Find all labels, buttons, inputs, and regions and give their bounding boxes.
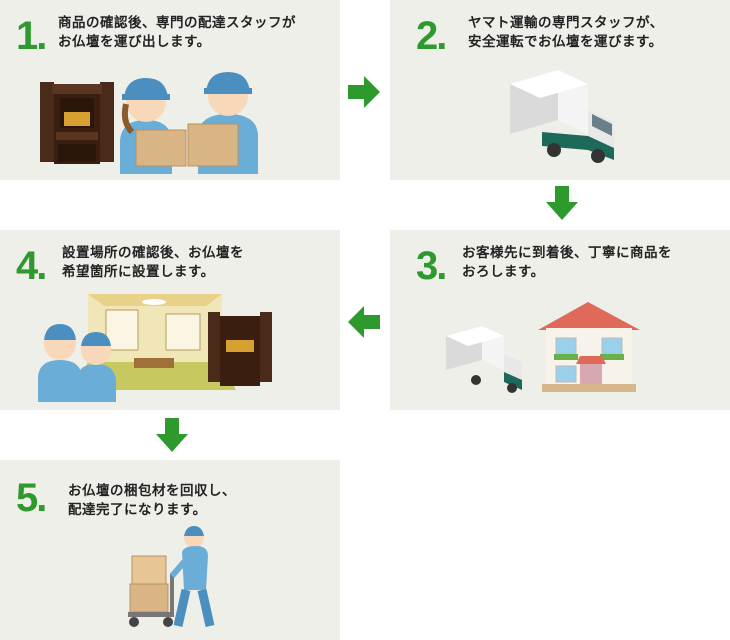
delivery-truck-icon <box>510 70 614 163</box>
step-3-card: 3. お客様先に到着後、丁寧に商品を おろします。 <box>390 230 730 410</box>
japanese-room-illustration <box>38 294 272 402</box>
arrow-down-icon <box>546 186 578 220</box>
arrow-right-icon <box>348 76 380 108</box>
truck-and-house-illustration <box>446 302 640 393</box>
arrow-left-icon <box>348 306 380 338</box>
step-1-card: 1. 商品の確認後、専門の配達スタッフが お仏壇を運び出します。 <box>0 0 340 180</box>
step-2-text: ヤマト運輸の専門スタッフが、 安全運転でお仏壇を運びます。 <box>468 14 664 52</box>
step-2-card: 2. ヤマト運輸の専門スタッフが、 安全運転でお仏壇を運びます。 <box>390 0 730 180</box>
step-3-line1: お客様先に到着後、丁寧に商品を <box>462 245 672 261</box>
staff-pushing-cart-illustration <box>128 526 215 627</box>
step-5-number: 5. <box>16 476 47 520</box>
step-4-card: 4. 設置場所の確認後、お仏壇を 希望箇所に設置します。 <box>0 230 340 410</box>
cart-icon <box>128 555 174 627</box>
house-icon <box>538 302 640 392</box>
butsudan-icon <box>208 312 272 386</box>
staff-pair-icon <box>38 324 116 402</box>
step-5-text: お仏壇の梱包材を回収し、 配達完了になります。 <box>68 482 236 520</box>
step-3-number: 3. <box>416 244 447 288</box>
step-3-line2: おろします。 <box>462 264 545 280</box>
step-5-card: 5. お仏壇の梱包材を回収し、 配達完了になります。 <box>0 460 340 640</box>
step-4-line2: 希望箇所に設置します。 <box>62 264 215 280</box>
staff-carrying-boxes-illustration <box>40 72 258 174</box>
step-5-line1: お仏壇の梱包材を回収し、 <box>68 483 236 499</box>
step-1-number: 1. <box>16 14 47 58</box>
step-1-line2: お仏壇を運び出します。 <box>58 34 211 50</box>
delivery-truck-icon <box>446 326 522 393</box>
staff-icon <box>169 526 215 627</box>
step-4-number: 4. <box>16 244 47 288</box>
step-1-line1: 商品の確認後、専門の配達スタッフが <box>58 15 296 31</box>
step-2-line2: 安全運転でお仏壇を運びます。 <box>468 34 663 50</box>
step-4-line1: 設置場所の確認後、お仏壇を <box>62 245 244 261</box>
arrow-down-icon <box>156 418 188 452</box>
butsudan-icon <box>40 82 114 164</box>
step-1-text: 商品の確認後、専門の配達スタッフが お仏壇を運び出します。 <box>58 14 296 52</box>
step-3-text: お客様先に到着後、丁寧に商品を おろします。 <box>462 244 672 282</box>
step-5-line2: 配達完了になります。 <box>68 502 207 518</box>
step-2-number: 2. <box>416 14 447 58</box>
step-4-text: 設置場所の確認後、お仏壇を 希望箇所に設置します。 <box>62 244 244 282</box>
step-2-line1: ヤマト運輸の専門スタッフが、 <box>468 15 664 31</box>
